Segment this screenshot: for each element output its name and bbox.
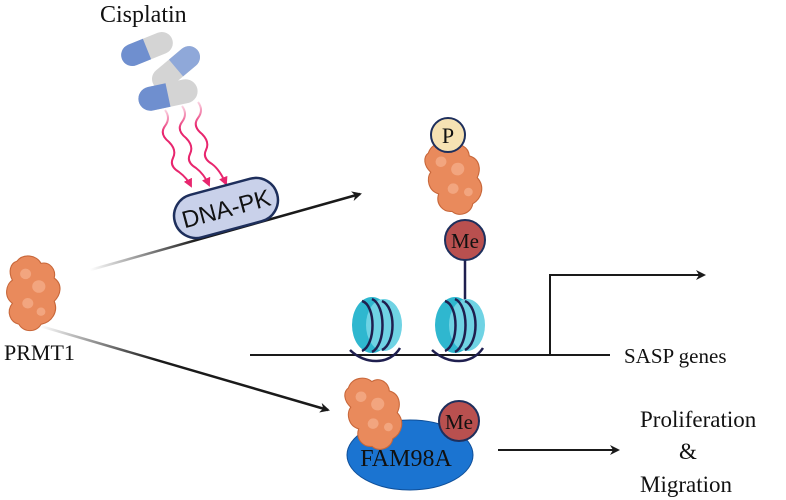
radiation-arrows [161, 101, 228, 188]
wavy-arrow [178, 105, 211, 187]
capsule-icon [121, 32, 173, 66]
methylation-arrow [39, 324, 330, 413]
prmt1-protein-icon [6, 255, 61, 332]
dna-pk-node: DNA-PK [172, 176, 280, 240]
capsule-icon [138, 79, 198, 111]
methyl-label: Me [445, 410, 473, 434]
transcription-start-arrow [549, 270, 706, 355]
phospho-badge: P [430, 117, 466, 153]
capsule-icon [151, 46, 201, 90]
fam98a-label: FAM98A [360, 446, 452, 472]
phospho-label: P [442, 123, 454, 148]
wavy-arrow [161, 109, 192, 188]
wavy-arrow [194, 101, 228, 186]
outcome-ampersand: & [679, 439, 697, 464]
prmt1-label: PRMT1 [4, 340, 75, 365]
sasp-genes-label: SASP genes [624, 344, 727, 368]
outcome-proliferation: Proliferation [640, 407, 757, 432]
methyl-label: Me [451, 229, 479, 253]
outcome-migration: Migration [640, 472, 732, 497]
cisplatin-label: Cisplatin [100, 2, 187, 28]
nucleosome-icon [433, 295, 487, 355]
nucleosome-icon [350, 295, 404, 355]
methyl-badge-histone: Me [444, 219, 486, 261]
methyl-badge-fam98a: Me [438, 400, 480, 442]
